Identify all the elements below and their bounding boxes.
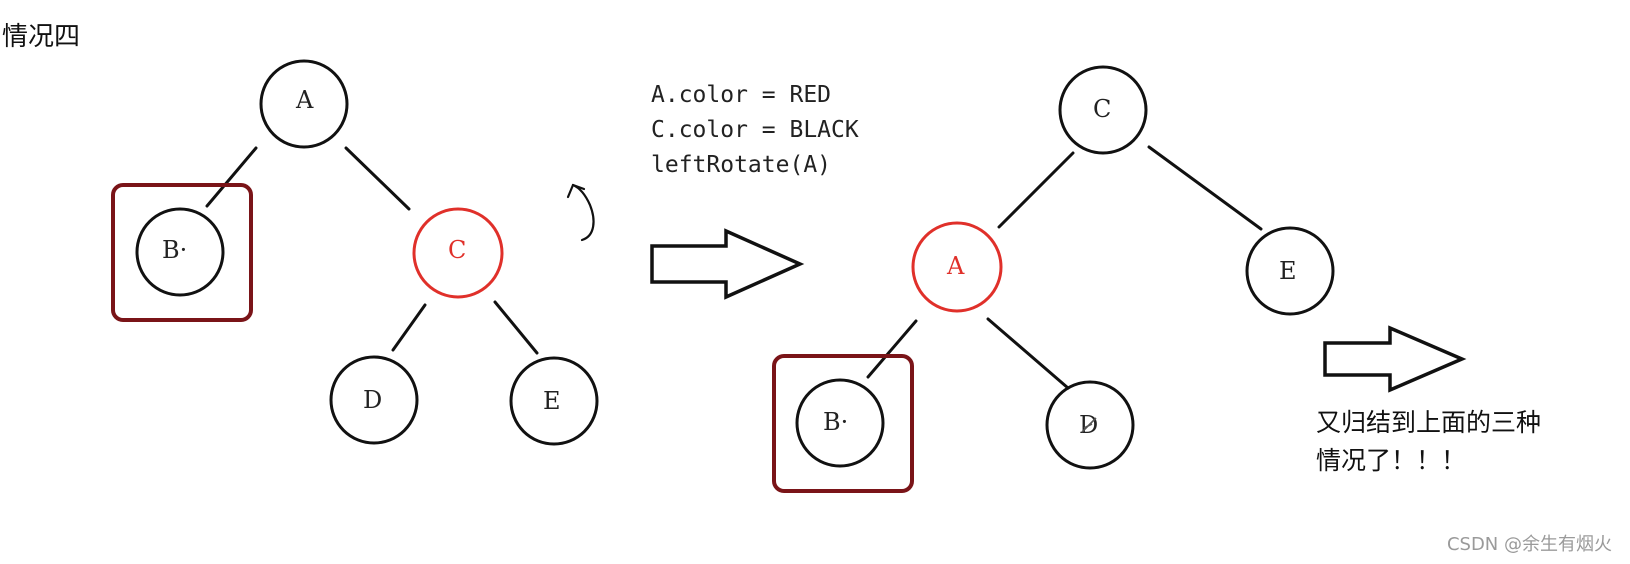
edge-before-A-C — [344, 146, 411, 211]
node-after-A-label: A — [946, 252, 965, 280]
node-before-B-label: B· — [162, 236, 187, 264]
code-line-3: leftRotate(A) — [651, 152, 832, 178]
node-before-E: E — [509, 356, 599, 446]
conclusion-note: 又归结到上面的三种 情况了！！！ — [1316, 404, 1541, 480]
node-before-C: C — [412, 207, 504, 299]
pen-mark-icon — [1081, 417, 1097, 433]
note-line-2: 情况了！！！ — [1316, 446, 1467, 475]
transform-arrow-icon — [650, 228, 805, 300]
node-after-E-label: E — [1279, 257, 1297, 285]
node-after-C: C — [1058, 65, 1148, 155]
operation-code: A.color = RED C.color = BLACK leftRotate… — [651, 78, 859, 183]
edge-after-C-A — [997, 151, 1075, 229]
node-after-C-label: C — [1093, 95, 1111, 123]
edge-after-A-B — [866, 319, 918, 379]
node-before-A: A — [259, 59, 349, 149]
edge-before-C-D — [391, 303, 427, 352]
node-after-D: D — [1045, 380, 1135, 470]
node-before-D: D — [329, 355, 419, 445]
edge-before-C-E — [493, 300, 539, 355]
case-title: 情况四 — [2, 22, 81, 52]
node-after-E: E — [1245, 226, 1335, 316]
node-before-A-label: A — [295, 86, 314, 114]
code-line-2: C.color = BLACK — [651, 117, 859, 143]
edge-after-C-E — [1147, 145, 1263, 231]
node-before-E-label: E — [543, 387, 561, 415]
node-after-B: B· — [795, 378, 885, 468]
node-before-C-label: C — [448, 236, 466, 264]
edge-after-A-D — [986, 317, 1070, 390]
result-arrow-icon — [1323, 325, 1467, 393]
highlight-box-after-B — [772, 354, 914, 493]
note-line-1: 又归结到上面的三种 — [1316, 408, 1542, 437]
highlight-box-before-B — [111, 183, 253, 322]
node-before-B: B· — [135, 207, 225, 297]
code-line-1: A.color = RED — [651, 82, 832, 108]
rotation-arrow-icon — [566, 183, 595, 242]
node-before-D-label: D — [363, 386, 382, 414]
edge-before-A-B — [205, 146, 258, 208]
node-after-B-label: B· — [823, 408, 848, 436]
node-after-A: A — [911, 221, 1003, 313]
watermark: CSDN @余生有烟火 — [1446, 534, 1612, 555]
